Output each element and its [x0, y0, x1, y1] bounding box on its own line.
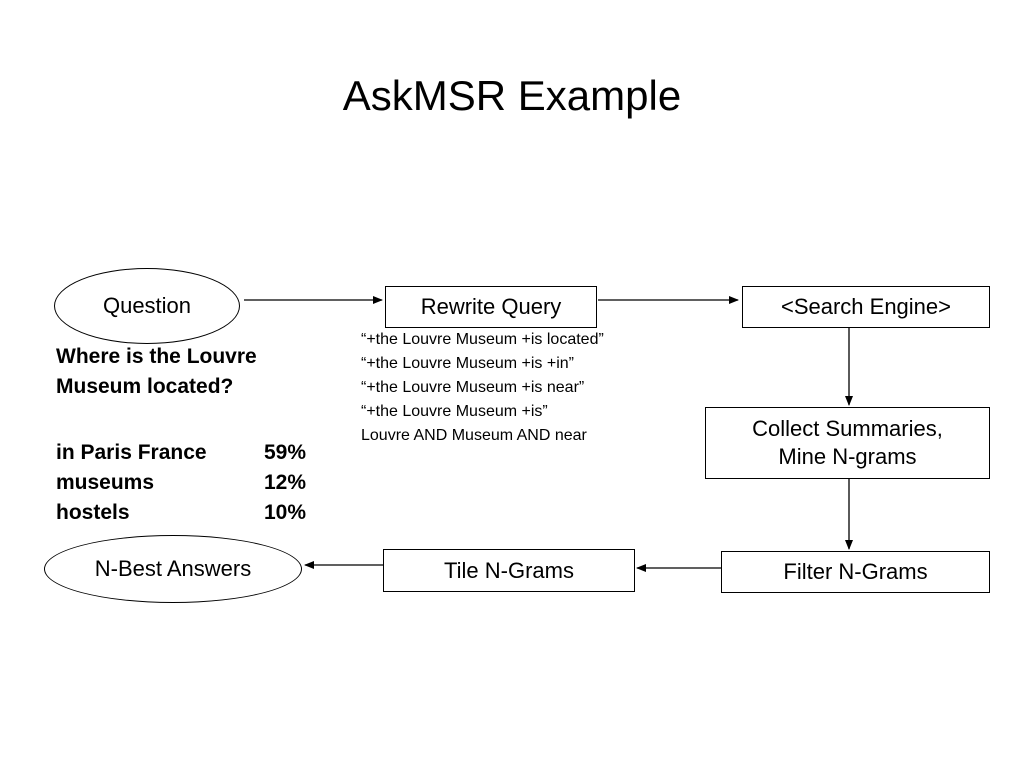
- question-label: Question: [102, 293, 192, 318]
- search-engine-label: <Search Engine>: [780, 294, 952, 319]
- answer-score: 12%: [263, 471, 306, 494]
- nbest-answers-node: N-Best Answers: [44, 535, 302, 603]
- answer-score: 59%: [263, 441, 306, 464]
- answer-text: museums: [56, 471, 155, 494]
- answer-row: in Paris France 59%: [56, 438, 306, 468]
- filter-ngrams-node: Filter N-Grams: [721, 551, 990, 593]
- answer-row: museums 12%: [56, 468, 306, 498]
- filter-ngrams-label: Filter N-Grams: [783, 559, 928, 584]
- rewrite-query-node: Rewrite Query: [385, 286, 597, 328]
- nbest-answers-label: N-Best Answers: [94, 556, 252, 581]
- search-engine-node: <Search Engine>: [742, 286, 990, 328]
- query-rewrite: “+the Louvre Museum +is near”: [361, 379, 585, 396]
- example-question: Where is the Louvre Museum located?: [56, 345, 257, 398]
- query-rewrite: “+the Louvre Museum +is”: [361, 403, 548, 420]
- tile-ngrams-node: Tile N-Grams: [383, 549, 635, 592]
- answer-text: in Paris France: [56, 441, 207, 464]
- query-rewrite: Louvre AND Museum AND near: [361, 427, 587, 444]
- query-rewrite: “+the Louvre Museum +is located”: [361, 331, 604, 348]
- slide-title: AskMSR Example: [342, 72, 682, 119]
- answer-row: hostels 10%: [56, 498, 306, 528]
- tile-ngrams-label: Tile N-Grams: [444, 557, 574, 583]
- rewrite-query-label: Rewrite Query: [420, 294, 562, 319]
- question-node: Question: [54, 268, 240, 344]
- collect-summaries-label: Collect Summaries, Mine N-grams: [752, 416, 943, 469]
- answer-scores-list: in Paris France 59% museums 12% hostels …: [56, 438, 306, 528]
- answer-text: hostels: [56, 501, 130, 524]
- answer-score: 10%: [263, 501, 306, 524]
- collect-summaries-node: Collect Summaries, Mine N-grams: [705, 407, 990, 479]
- query-rewrites-list: “+the Louvre Museum +is located” “+the L…: [361, 328, 604, 448]
- query-rewrite: “+the Louvre Museum +is +in”: [361, 355, 574, 372]
